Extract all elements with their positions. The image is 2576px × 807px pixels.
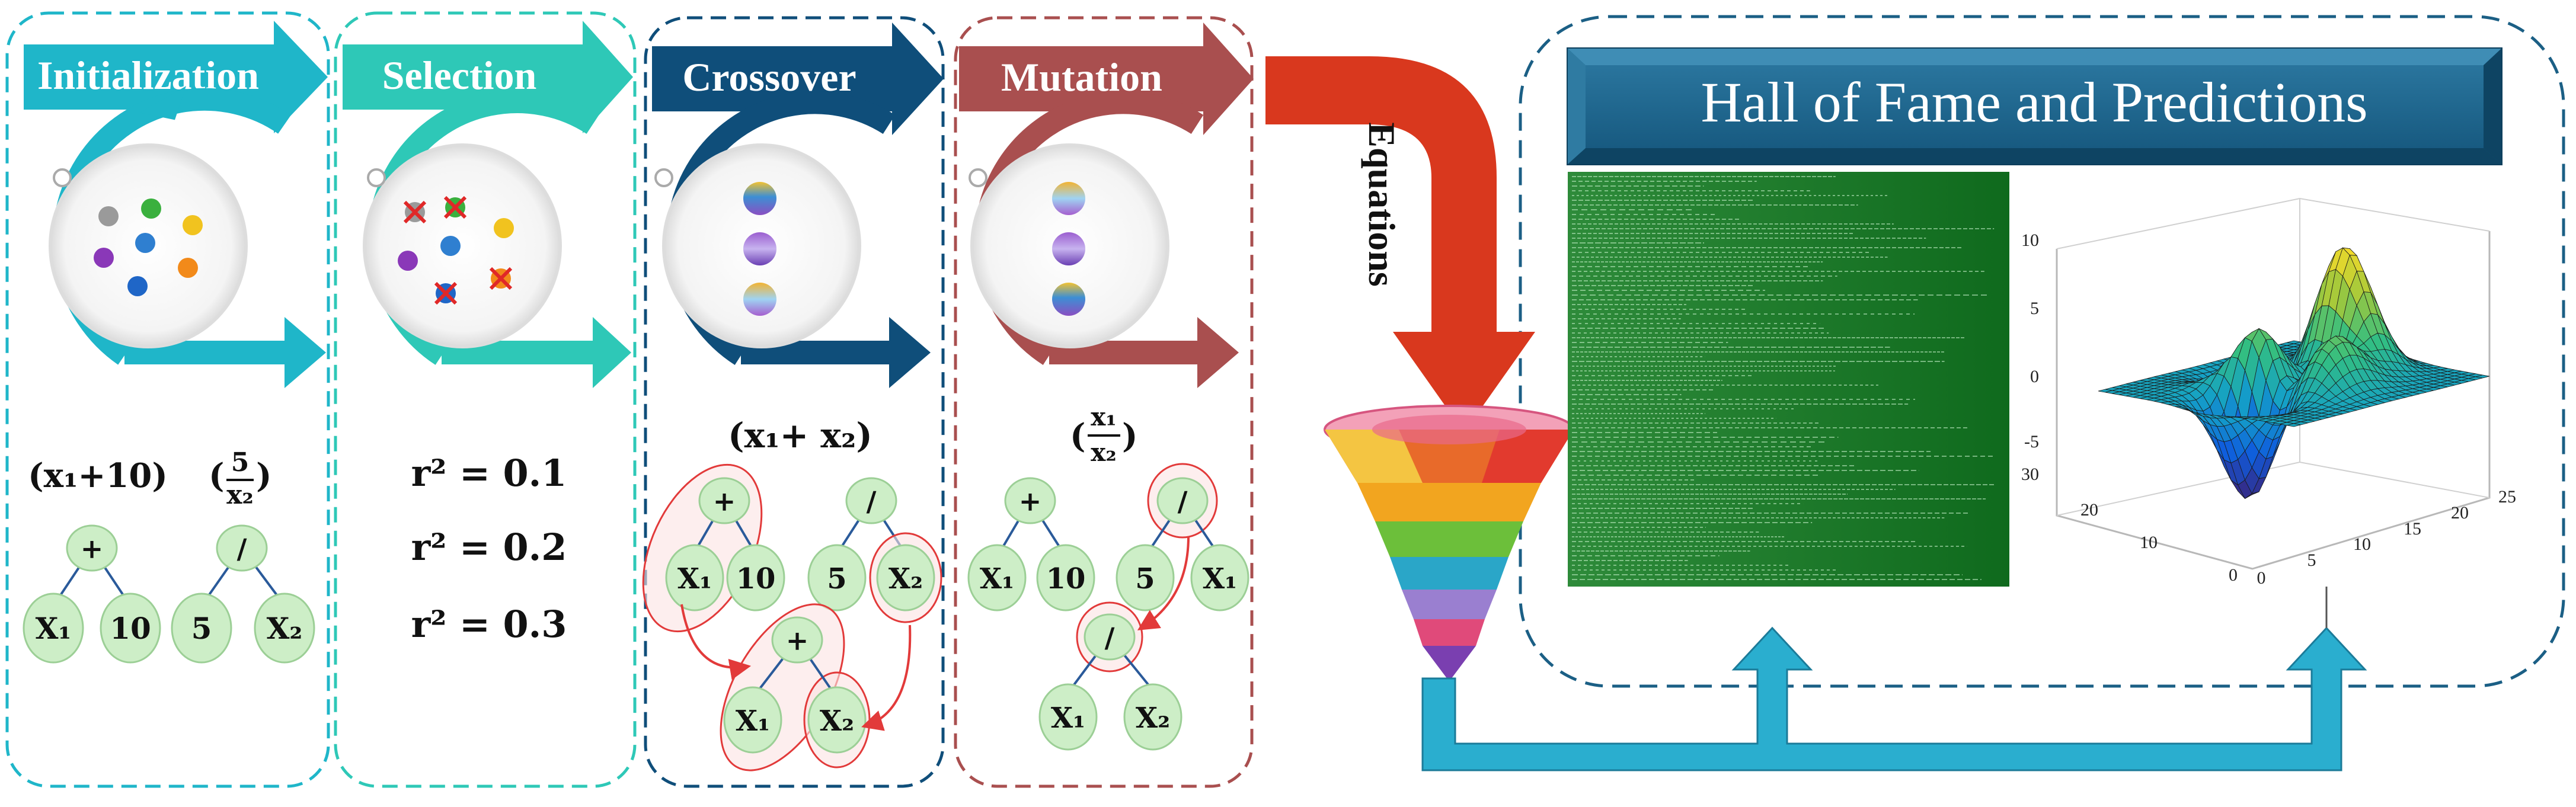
selection-label: Selection: [382, 53, 537, 98]
svg-text:x₂: x₂: [226, 480, 254, 510]
svg-text:10: 10: [1046, 562, 1086, 595]
population-dot: [135, 233, 155, 253]
svg-text:5: 5: [191, 611, 212, 646]
selection-cycle-graphic: [363, 91, 631, 388]
svg-text:X₁: X₁: [1051, 702, 1085, 735]
initialization-cycle-graphic: [49, 86, 326, 388]
population-dot: [94, 248, 114, 268]
selection-r2-1: r² = 0.1: [411, 451, 567, 495]
svg-text:X₂: X₂: [889, 562, 923, 595]
x-tick: 20: [2451, 503, 2469, 523]
population-dot: [178, 258, 198, 278]
svg-text:X₁: X₁: [980, 562, 1014, 595]
mutation-cycle-graphic: [969, 91, 1239, 388]
svg-text:): ): [256, 456, 272, 495]
y-tick: 10: [2140, 533, 2158, 552]
y-tick: 20: [2080, 500, 2098, 520]
z-tick: 10: [2021, 230, 2039, 250]
mutated-ball: [1052, 182, 1085, 215]
init-expression-2: ( 5 x₂ ): [209, 447, 272, 510]
mutation-parent-tree-2: / 5 X₁: [1116, 463, 1249, 611]
hall-banner: Hall of Fame and Predictions: [1567, 47, 2503, 165]
svg-text:+: +: [786, 625, 809, 657]
initialization-panel: [5, 11, 330, 788]
svg-text:5: 5: [1135, 562, 1155, 595]
svg-text:(: (: [1070, 417, 1086, 456]
hall-title: Hall of Fame and Predictions: [1701, 71, 2367, 134]
mutation-child-tree: / X₁ X₂: [1038, 536, 1190, 751]
hall-of-fame-output-image: [1568, 172, 2009, 587]
svg-text:X₂: X₂: [1136, 702, 1170, 735]
svg-text:5: 5: [827, 562, 846, 595]
svg-text:X₁: X₁: [736, 704, 770, 738]
svg-text:(: (: [209, 456, 225, 495]
svg-text:10: 10: [736, 562, 776, 595]
equations-arrow: Equations: [1265, 56, 1535, 433]
x-tick: 15: [2404, 519, 2421, 539]
svg-text:X₁: X₁: [677, 562, 712, 595]
svg-text:X₁: X₁: [1203, 562, 1237, 595]
svg-text:5: 5: [231, 447, 250, 478]
feedback-connector: [1421, 587, 2367, 771]
svg-text:/: /: [1105, 622, 1115, 654]
selection-r2-2: r² = 0.2: [411, 526, 567, 569]
svg-text:+: +: [1019, 485, 1042, 517]
mutation-expression: ( x₁ x₂ ): [1070, 402, 1138, 467]
equations-label: Equations: [1361, 122, 1403, 286]
funnel-icon: [1324, 405, 1575, 681]
offspring-ball: [743, 283, 776, 316]
x-tick: 25: [2498, 487, 2516, 507]
mutation-parent-tree-1: + X₁ 10: [967, 477, 1095, 611]
svg-text:10: 10: [110, 611, 151, 646]
crossover-expression: (x₁+ x₂): [728, 415, 872, 456]
x-tick: 10: [2353, 534, 2371, 554]
z-tick: 5: [2030, 299, 2039, 318]
svg-text:X₁: X₁: [36, 611, 72, 646]
population-dot: [141, 198, 161, 219]
surface-mesh: [2098, 247, 2490, 499]
init-tree-2: / 5 X₂: [171, 524, 315, 664]
crossover-panel: [644, 16, 945, 788]
mutation-panel: [954, 16, 1254, 788]
svg-text:): ): [1122, 417, 1138, 456]
population-dot: [98, 206, 119, 226]
z-tick: -5: [2024, 432, 2039, 451]
svg-text:X₂: X₂: [820, 704, 854, 738]
svg-text:/: /: [237, 533, 247, 565]
z-tick: 0: [2030, 367, 2039, 386]
svg-text:+: +: [713, 485, 736, 517]
offspring-ball: [743, 182, 776, 215]
prediction-surface-plot: 10 5 0 -5 30 20 10 0 0 5 10 15 20 25: [2021, 197, 2516, 588]
offspring-ball: [743, 232, 776, 265]
crossover-header-arrow: Crossover: [652, 23, 944, 135]
init-expression-1: (x₁+10): [28, 456, 168, 495]
population-dot: [127, 276, 148, 296]
init-tree-1: + X₁ 10: [23, 524, 161, 664]
crossover-parent-tree-2: / 5 X₂: [807, 477, 942, 623]
svg-text:+: +: [81, 533, 104, 565]
svg-text:x₂: x₂: [1091, 438, 1116, 467]
y-tick: 30: [2021, 465, 2039, 484]
selection-panel: [334, 11, 637, 788]
population-dot: [183, 215, 203, 235]
x-tick: 0: [2257, 568, 2266, 588]
mutated-ball: [1052, 283, 1085, 316]
crossover-child-tree: + X₁ X₂: [680, 603, 912, 771]
svg-text:x₁: x₁: [1091, 402, 1116, 431]
y-tick: 0: [2229, 565, 2238, 585]
svg-text:/: /: [867, 485, 877, 517]
mutation-header-arrow: Mutation: [959, 23, 1254, 135]
crossover-parent-tree-1: + X₁ 10: [642, 463, 785, 633]
svg-text:/: /: [1178, 485, 1188, 517]
x-tick: 5: [2307, 550, 2316, 570]
mutated-ball: [1052, 232, 1085, 265]
svg-text:X₂: X₂: [267, 611, 303, 646]
crossover-cycle-graphic: [654, 91, 931, 388]
selection-r2-3: r² = 0.3: [411, 603, 567, 646]
